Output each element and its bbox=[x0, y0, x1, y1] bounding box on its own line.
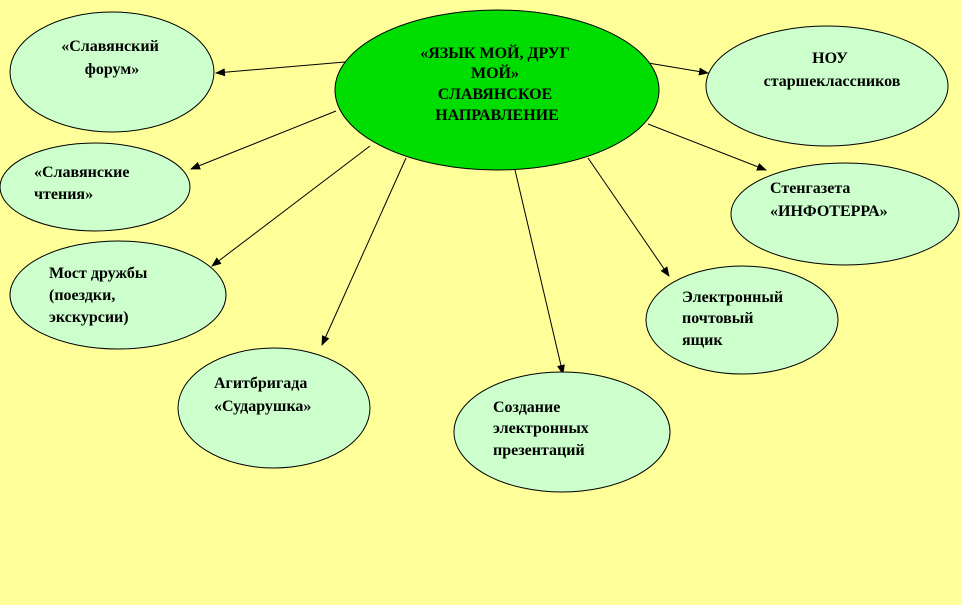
node-text: «Славянский форум» bbox=[61, 38, 163, 78]
node-line: старшеклассников bbox=[764, 73, 901, 90]
arrow-to-slavic-readings bbox=[190, 110, 337, 170]
arrow-to-email-box bbox=[587, 157, 670, 277]
node-shape bbox=[9, 11, 215, 133]
node-shape bbox=[705, 25, 949, 147]
node-text: Агитбригада «Сударушка» bbox=[214, 375, 311, 415]
node-shape bbox=[9, 240, 227, 350]
node-presentations: Создание электронных презентаций bbox=[453, 371, 671, 493]
node-shape bbox=[645, 265, 839, 375]
node-line: чтения» bbox=[34, 186, 93, 203]
node-line: «Славянские bbox=[34, 164, 129, 181]
center-line-2: МОЙ» bbox=[471, 63, 519, 82]
node-line: форум» bbox=[85, 61, 139, 78]
node-shape bbox=[730, 162, 960, 266]
arrow-to-slavic-forum bbox=[215, 61, 346, 77]
arrow-to-wall-newspaper bbox=[647, 123, 767, 171]
node-line: НОУ bbox=[812, 50, 848, 67]
node-line: «ИНФОТЕРРА» bbox=[770, 203, 888, 220]
node-line: «Сударушка» bbox=[214, 398, 311, 415]
node-text: Электронный почтовый ящик bbox=[682, 289, 787, 349]
node-line: электронных bbox=[493, 420, 589, 437]
center-line-3: СЛАВЯНСКОЕ bbox=[438, 86, 552, 103]
node-line: ящик bbox=[682, 332, 723, 349]
node-line: презентаций bbox=[493, 442, 585, 459]
node-shape bbox=[177, 347, 371, 469]
node-line: «Славянский bbox=[61, 38, 159, 55]
center-node-shape bbox=[334, 9, 660, 171]
node-friendship-bridge: Мост дружбы (поездки, экскурсии) bbox=[9, 240, 227, 350]
node-text: НОУ старшеклассников bbox=[764, 50, 901, 90]
arrow-to-nou bbox=[647, 62, 709, 76]
center-line-4: НАПРАВЛЕНИЕ bbox=[435, 107, 559, 124]
node-slavic-forum: «Славянский форум» bbox=[9, 11, 215, 133]
node-line: Стенгазета bbox=[770, 180, 850, 197]
node-line: экскурсии) bbox=[49, 309, 129, 326]
center-node: «ЯЗЫК МОЙ, ДРУГ МОЙ» СЛАВЯНСКОЕ НАПРАВЛЕ… bbox=[334, 9, 660, 171]
node-email-box: Электронный почтовый ящик bbox=[645, 265, 839, 375]
node-text: Создание электронных презентаций bbox=[493, 399, 593, 459]
node-line: Агитбригада bbox=[214, 375, 307, 392]
connector-arrows bbox=[190, 61, 767, 375]
node-text: «Славянские чтения» bbox=[34, 164, 133, 203]
node-text: Мост дружбы (поездки, экскурсии) bbox=[49, 265, 151, 326]
node-wall-newspaper: Стенгазета «ИНФОТЕРРА» bbox=[730, 162, 960, 266]
arrow-to-presentations bbox=[514, 169, 565, 375]
node-line: (поездки, bbox=[49, 287, 115, 304]
node-line: Создание bbox=[493, 399, 560, 416]
center-node-text: «ЯЗЫК МОЙ, ДРУГ МОЙ» СЛАВЯНСКОЕ НАПРАВЛЕ… bbox=[420, 43, 574, 124]
node-line: Мост дружбы bbox=[49, 265, 148, 282]
arrow-to-agitbrigade bbox=[321, 157, 407, 346]
node-nou: НОУ старшеклассников bbox=[705, 25, 949, 147]
node-shape bbox=[453, 371, 671, 493]
node-shape bbox=[0, 142, 191, 232]
arrow-to-friendship-bridge bbox=[211, 145, 371, 267]
node-agitbrigade: Агитбригада «Сударушка» bbox=[177, 347, 371, 469]
node-line: Электронный bbox=[682, 289, 783, 306]
node-slavic-readings: «Славянские чтения» bbox=[0, 142, 191, 232]
node-line: почтовый bbox=[682, 310, 753, 327]
center-line-1: «ЯЗЫК МОЙ, ДРУГ bbox=[420, 43, 570, 62]
node-text: Стенгазета «ИНФОТЕРРА» bbox=[770, 180, 888, 220]
